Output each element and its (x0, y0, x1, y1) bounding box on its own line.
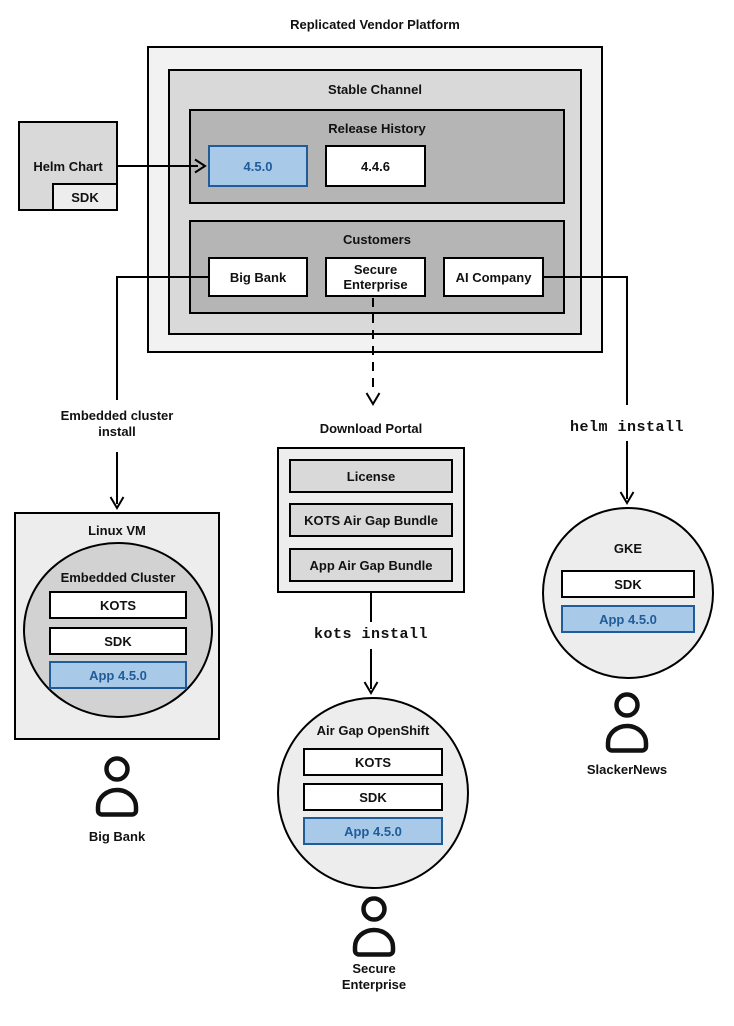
air-gap-openshift-circle: Air Gap OpenShift KOTS SDK App 4.5.0 (277, 697, 469, 889)
arrowhead-kots-install-icon (363, 681, 379, 695)
customer-secure-enterprise-box: Secure Enterprise (325, 257, 426, 297)
linux-vm-box: Linux VM Embedded Cluster KOTS SDK App 4… (14, 512, 220, 740)
portal-kots-bundle-box: KOTS Air Gap Bundle (289, 503, 453, 537)
air-gap-openshift-label: Air Gap OpenShift (316, 723, 430, 738)
arrowhead-download-portal-icon (365, 392, 381, 406)
release-446-box: 4.4.6 (325, 145, 426, 187)
embedded-cluster-circle: Embedded Cluster KOTS SDK App 4.5.0 (23, 542, 213, 718)
openshift-app-box: App 4.5.0 (303, 817, 443, 845)
linux-app-box: App 4.5.0 (49, 661, 187, 689)
portal-license-box: License (289, 459, 453, 493)
helm-chart-label: Helm Chart (33, 159, 103, 174)
user-icon-slackernews (605, 692, 649, 753)
arrowhead-helm-install-icon (619, 491, 635, 505)
release-450-box: 4.5.0 (208, 145, 308, 187)
stable-channel-label: Stable Channel (328, 82, 422, 97)
helm-install-label: helm install (569, 419, 685, 436)
openshift-sdk-box: SDK (303, 783, 443, 811)
user-big-bank-label: Big Bank (88, 829, 146, 844)
download-portal-box: License KOTS Air Gap Bundle App Air Gap … (277, 447, 465, 593)
embedded-cluster-label: Embedded Cluster (60, 570, 176, 585)
linux-sdk-box: SDK (49, 627, 187, 655)
user-slackernews-label: SlackerNews (586, 762, 668, 777)
arrowhead-embedded-install-icon (109, 496, 125, 510)
portal-app-bundle-box: App Air Gap Bundle (289, 548, 453, 582)
embedded-cluster-install-label: Embedded cluster install (60, 408, 174, 439)
user-secure-enterprise-label: Secure Enterprise (341, 961, 407, 992)
gke-sdk-box: SDK (561, 570, 695, 598)
kots-install-label: kots install (313, 626, 429, 643)
gke-app-box: App 4.5.0 (561, 605, 695, 633)
helm-chart-box: Helm Chart SDK (18, 121, 118, 211)
customers-label: Customers (343, 232, 411, 247)
user-icon-big-bank (95, 756, 139, 817)
gke-circle: GKE SDK App 4.5.0 (542, 507, 714, 679)
customer-big-bank-box: Big Bank (208, 257, 308, 297)
customer-ai-company-box: AI Company (443, 257, 544, 297)
diagram-title: Replicated Vendor Platform (290, 17, 460, 32)
linux-vm-label: Linux VM (88, 523, 146, 538)
user-icon-secure-enterprise (352, 896, 396, 957)
download-portal-label: Download Portal (319, 421, 423, 436)
release-history-label: Release History (328, 121, 426, 136)
linux-kots-box: KOTS (49, 591, 187, 619)
openshift-kots-box: KOTS (303, 748, 443, 776)
helm-sdk-box: SDK (52, 183, 118, 211)
gke-label: GKE (613, 541, 643, 556)
